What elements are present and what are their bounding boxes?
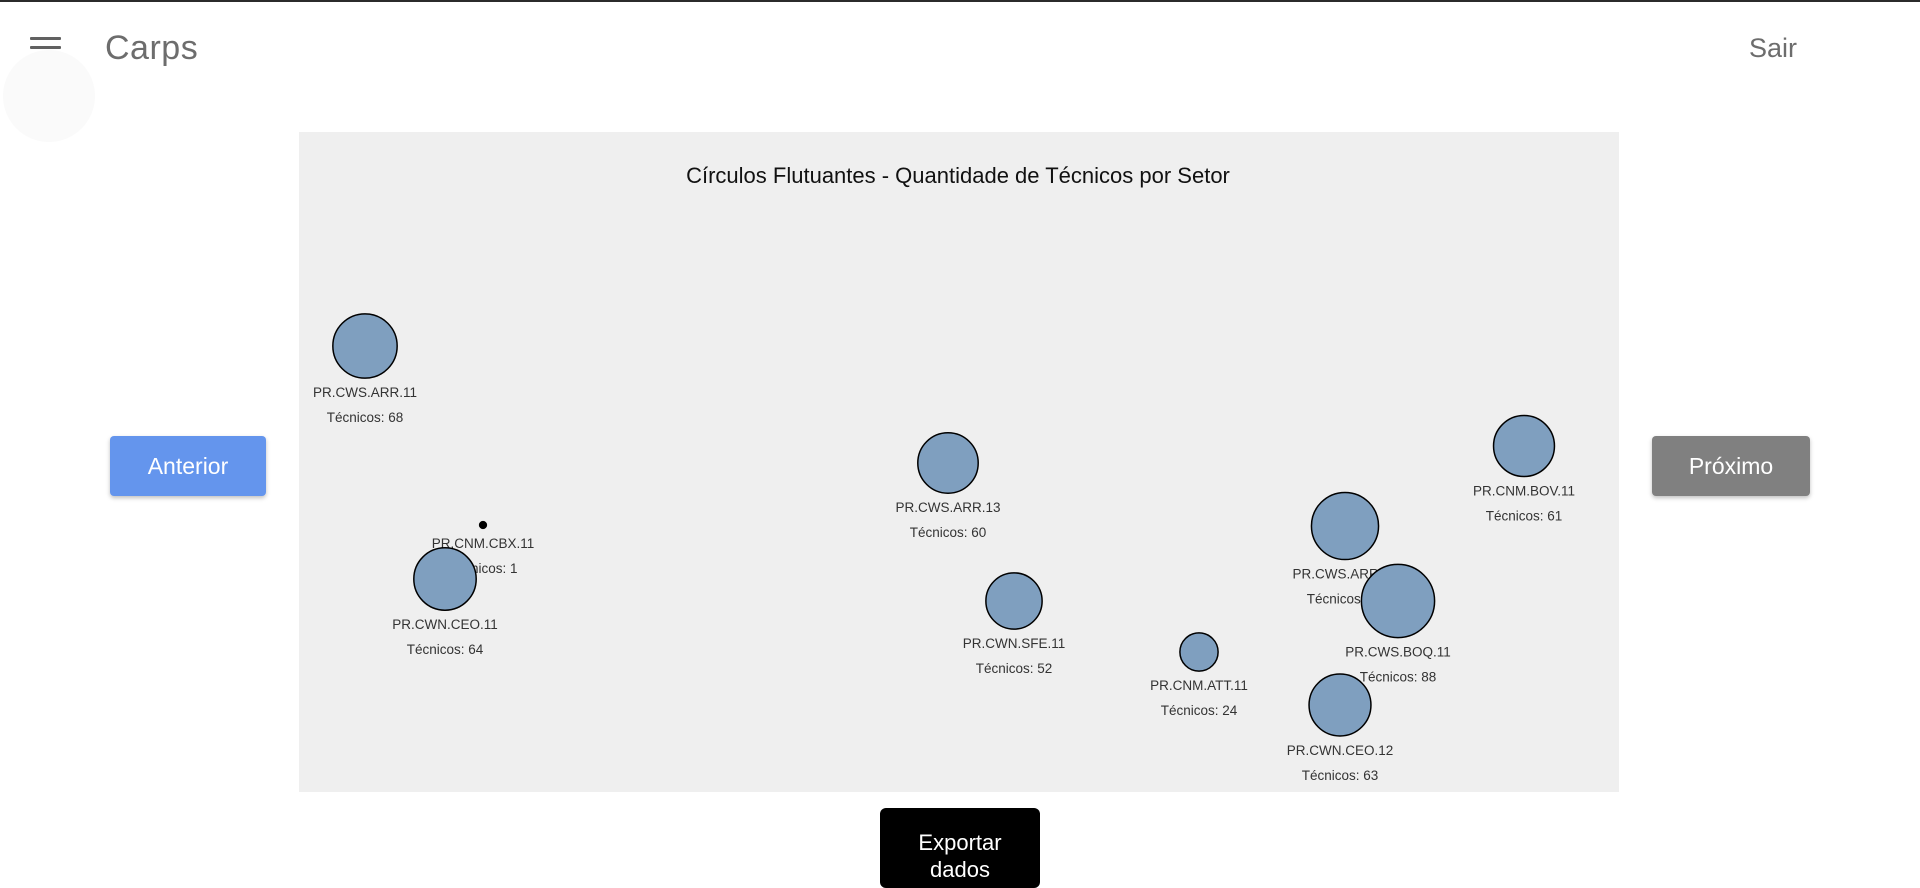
- bubble-pr-cwn-sfe-11: [985, 572, 1043, 630]
- bubble-chart: Círculos Flutuantes - Quantidade de Técn…: [313, 163, 1575, 783]
- top-border: [0, 0, 1920, 2]
- logout-link[interactable]: Sair: [1749, 33, 1798, 63]
- bubble-value-label: Técnicos: 61: [1486, 508, 1563, 523]
- bubble-name-label: PR.CWN.SFE.11: [963, 636, 1066, 651]
- bubble-name-label: PR.CNM.BOV.11: [1473, 483, 1575, 498]
- bubble-pr-cws-arr-11: [332, 313, 398, 379]
- bubble-pr-cws-boq-11: [1360, 563, 1436, 639]
- bubble-pr-cnm-att-11: [1179, 632, 1219, 672]
- bubble-value-label: Técnicos: 24: [1161, 703, 1238, 718]
- bubble-value-label: Técnicos: 68: [327, 410, 404, 425]
- bubble-value-label: Técnicos: 63: [1302, 768, 1379, 783]
- bubble-pr-cws-arr-13: [917, 432, 979, 494]
- bubble-name-label: PR.CWS.ARR.13: [895, 500, 1000, 515]
- bubble-name-label: PR.CNM.CBX.11: [432, 536, 535, 551]
- app-title: Carps: [105, 29, 199, 67]
- export-data-button[interactable]: Exportar dados: [880, 808, 1040, 888]
- bubble-name-label: PR.CWN.CEO.11: [392, 617, 498, 632]
- bubble-value-label: Técnicos: 88: [1360, 670, 1437, 685]
- bubble-pr-cwn-ceo-11: [413, 547, 477, 611]
- app-header: Carps Sair: [0, 2, 1920, 94]
- bubble-value-label: Técnicos: 52: [976, 661, 1053, 676]
- bubble-chart-panel: Círculos Flutuantes - Quantidade de Técn…: [299, 132, 1619, 792]
- next-button[interactable]: Próximo: [1652, 436, 1810, 496]
- bubble-pr-cwn-ceo-12: [1308, 673, 1372, 737]
- bubble-pr-cnm-cbx-11: [478, 520, 488, 530]
- bubble-value-label: Técnicos: 64: [407, 642, 484, 657]
- bubble-name-label: PR.CWN.CEO.12: [1287, 743, 1394, 758]
- previous-button[interactable]: Anterior: [110, 436, 266, 496]
- bubble-name-label: PR.CNM.ATT.11: [1150, 678, 1248, 693]
- bubble-value-label: Técnicos: 60: [910, 525, 987, 540]
- avatar-placeholder: [3, 50, 95, 142]
- bubble-name-label: PR.CWS.ARR.11: [313, 385, 417, 400]
- chart-title: Círculos Flutuantes - Quantidade de Técn…: [686, 163, 1230, 188]
- bubble-name-label: PR.CWS.BOQ.11: [1345, 645, 1451, 660]
- bubble-pr-cws-arr-12: [1310, 491, 1380, 561]
- bubble-pr-cnm-bov-11: [1492, 414, 1556, 478]
